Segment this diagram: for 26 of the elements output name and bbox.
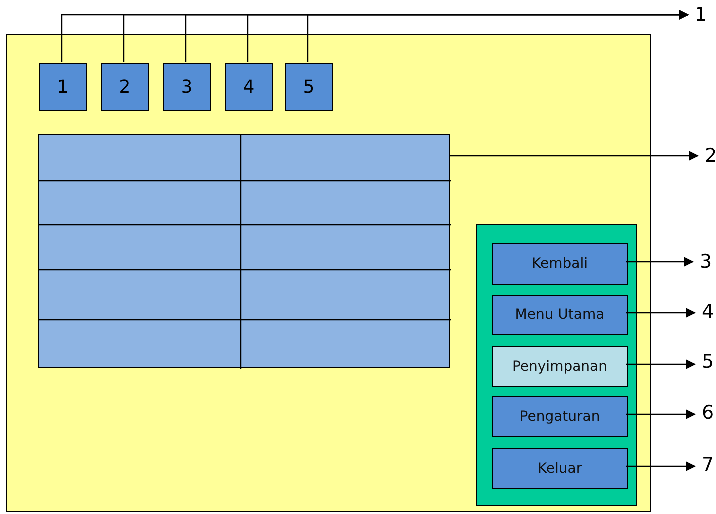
data-table — [38, 134, 450, 368]
number-tile: 4 — [225, 63, 273, 111]
number-tile: 2 — [101, 63, 149, 111]
callout-number: 6 — [697, 402, 716, 424]
number-tile: 3 — [163, 63, 211, 111]
arrow — [626, 410, 696, 420]
arrow — [626, 257, 694, 267]
menu-button: Penyimpanan — [492, 346, 628, 387]
callout-number: 5 — [697, 351, 716, 373]
screen-frame — [6, 34, 651, 512]
callout-number: 3 — [695, 251, 716, 273]
callout-number: 7 — [697, 454, 716, 476]
arrow — [449, 151, 699, 161]
arrow — [626, 308, 696, 318]
callout-number: 1 — [690, 4, 712, 26]
menu-button: Pengaturan — [492, 396, 628, 437]
number-tile: 5 — [285, 63, 333, 111]
arrow — [626, 462, 696, 472]
menu-button: Kembali — [492, 243, 628, 285]
number-tile: 1 — [39, 63, 87, 111]
callout-number: 2 — [700, 145, 716, 167]
callout-number: 4 — [697, 301, 716, 323]
menu-button: Keluar — [492, 448, 628, 489]
arrow — [626, 360, 696, 370]
menu-button: Menu Utama — [492, 295, 628, 335]
menu-panel — [476, 224, 637, 506]
